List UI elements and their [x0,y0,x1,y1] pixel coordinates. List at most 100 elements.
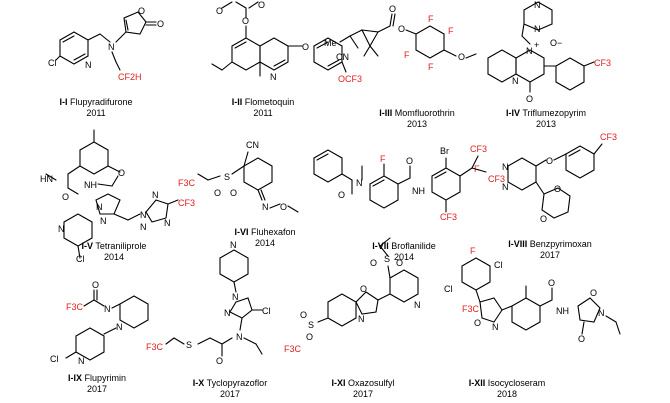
caption-momfluorothrin: I-III Momfluorothrin 2013 [379,108,455,129]
atom-f3c: F3C [66,302,84,312]
atom-f3c: F3C [462,304,480,314]
atom-f: F [404,50,410,60]
atom-s: S [308,320,314,330]
atom-cn: CN [246,140,259,150]
caption-flometoquin: I-II Flometoquin 2011 [231,97,295,118]
atom-f3c: F3C [284,344,302,354]
atom-n: N [104,304,111,314]
structure-momfluorothrin: Me CN O O F F F F O [324,4,477,72]
atom-ocf3: OCF3 [338,74,362,84]
atom-cf3: CF3 [440,212,457,222]
atom-o: O [300,310,307,320]
atom-s: S [224,172,230,182]
atom-o: O [474,318,481,328]
atom-cf3: CF3 [600,132,617,142]
atom-cn: CN [336,52,349,62]
atom-plus: + [534,40,539,50]
structure-benzpyrimoxan: N N O CF3 O O [502,132,617,224]
atom-n: N [152,190,159,200]
atom-n: N [85,60,92,70]
atom-o: O [258,0,265,10]
atom-o: O [398,24,405,34]
atom-o: O [540,214,547,224]
atom-n: N [502,162,509,172]
structure-flometoquin: N O O O O OCF3 [211,0,362,84]
caption-tyclopyrazoflor: I-X Tyclopyrazoflor 2017 [192,378,268,399]
atom-o: O [216,356,223,366]
atom-hn: HN [40,174,53,184]
atom-n: N [414,300,421,310]
atom-cl: Cl [48,58,57,68]
atom-n: N [140,222,147,232]
atom-n: N [262,202,269,212]
atom-o: O [118,168,125,178]
structure-tetraniliprole: HN O NH O N N N N N N CF3 N Cl [40,129,195,264]
caption-flupyrimin: I-IX Flupyrimin 2017 [67,373,127,394]
atom-n: N [224,308,231,318]
atom-s: S [186,340,192,350]
atom-nh: NH [84,180,97,190]
atom-o: O [157,19,164,29]
atom-o: O [590,288,597,298]
atom-cf3: CF3 [178,198,195,208]
caption-isocycloseram: I-XII Isocycloseram 2018 [468,378,546,399]
atom-f: F [380,154,386,164]
atom-n: N [598,308,605,318]
structure-isocycloseram: F Cl Cl F3C O N O NH O N O [444,246,621,344]
atom-f3c: F3C [178,178,196,188]
atom-cl: Cl [50,354,59,364]
caption-broflanilide: I-VII Broflanilide 2014 [372,241,436,262]
atom-cf3: CF3 [470,144,487,154]
atom-o: O [306,332,313,342]
atom-n: N [356,178,363,188]
atom-cf3: CF3 [594,58,611,68]
atom-o: O [214,188,221,198]
atom-o: O [302,42,309,52]
atom-o: O [546,156,553,166]
atom-f: F [428,62,434,72]
atom-o: O [280,202,287,212]
atom-n: N [100,216,107,226]
atom-n: N [108,42,115,52]
atom-o: O [62,192,69,202]
caption-benzpyrimoxan: I-VIII Benzpyrimoxan 2017 [508,239,592,260]
atom-o: O [406,156,413,166]
atom-o-minus: O− [550,38,562,48]
atom-n: N [236,332,243,342]
atom-o: O [554,184,561,194]
structure-oxazosulfyl: S O O N O N S O O F3C [284,237,421,354]
atom-cl: Cl [494,260,503,270]
atom-o: O [360,284,367,294]
atom-n: N [502,182,509,192]
atom-f3c: F3C [146,342,164,352]
atom-nh: NH [556,306,569,316]
atom-f: F [448,26,454,36]
atom-n: N [492,322,499,332]
caption-oxazosulfyl: I-XI Oxazosulfyl 2017 [331,378,395,399]
atom-f: F [470,246,476,256]
structure-flupyradifurone: Cl N N O O CF2H [48,6,164,82]
atom-n: N [96,202,103,212]
atom-o: O [138,6,145,16]
atom-n: N [140,210,147,220]
atom-cf3: CF3 [488,174,505,184]
atom-o: O [458,52,465,62]
atom-n: N [534,24,541,34]
atom-n: N [270,72,277,82]
atom-nh: NH [412,186,425,196]
atom-o: O [230,188,237,198]
atom-o: O [242,16,249,26]
atom-n: N [358,314,365,324]
atom-o: O [548,278,555,288]
atom-cl: Cl [76,254,85,264]
structure-triflumezopyrim: N N N + O− N O CF3 [487,0,611,104]
atom-cl: Cl [262,306,271,316]
caption-fluhexafon: I-VI Fluhexafon 2014 [234,227,296,248]
atom-n: N [512,76,519,86]
atom-o: O [92,280,99,290]
atom-f: F [428,14,434,24]
structure-broflanilide: O N F O NH Br CF3 F CF3 CF3 [313,144,505,222]
caption-tetraniliprole: I-V Tetraniliprole 2014 [81,241,147,262]
atom-o: O [396,258,403,268]
